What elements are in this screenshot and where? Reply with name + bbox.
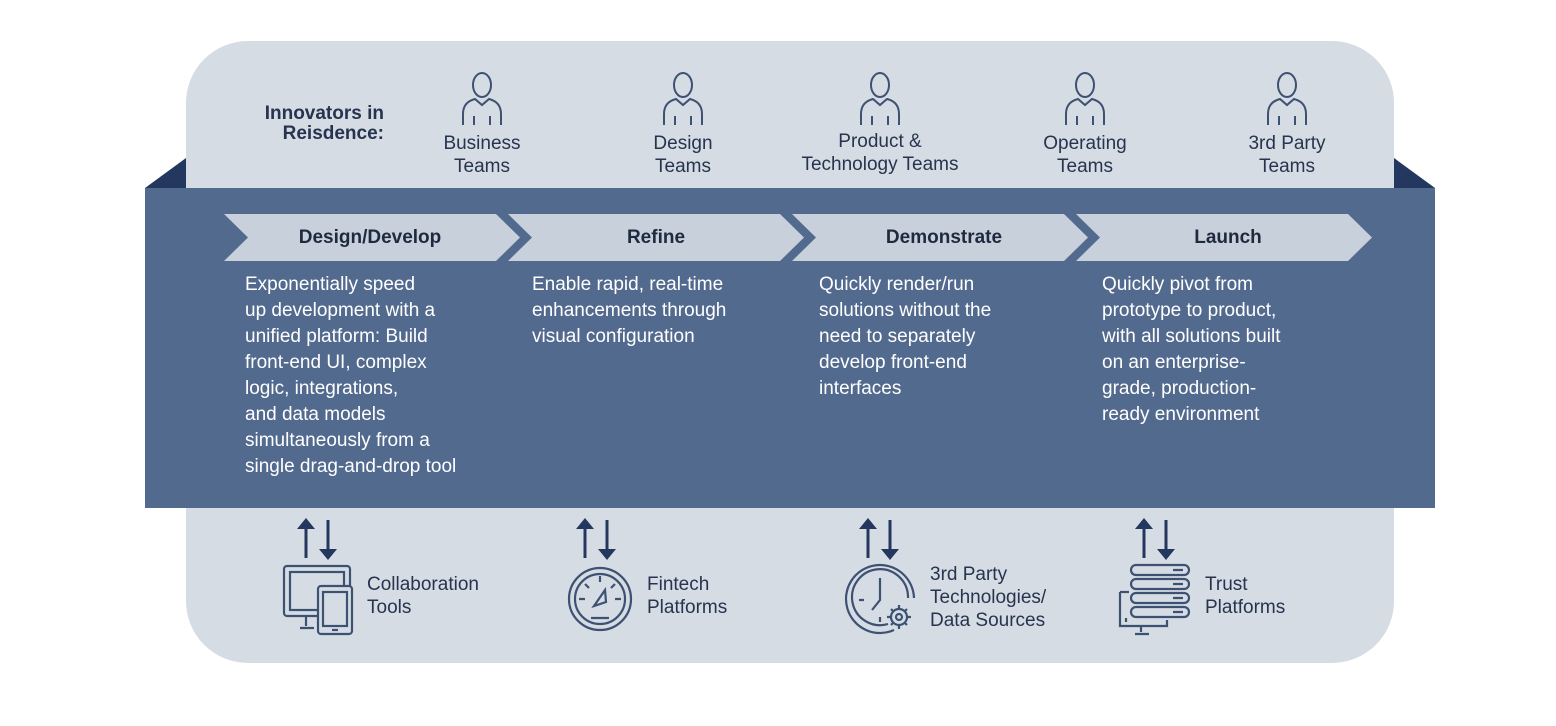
tool-3rd-party-tech: 3rd Party Technologies/ Data Sources: [844, 562, 1084, 642]
stage-design-develop: Design/Develop: [224, 214, 520, 261]
bidirectional-arrows-icon: [1135, 518, 1175, 560]
team-label-line1: Business: [443, 133, 521, 154]
team-label-line1: Product &: [838, 131, 922, 152]
chevron-shape: [224, 214, 520, 261]
speedometer-icon: [567, 566, 633, 632]
stage-refine: Refine: [508, 214, 804, 261]
stage-description-design-develop: Exponentially speed up development with …: [245, 274, 457, 477]
tool-collaboration: Collaboration Tools: [280, 562, 520, 642]
devices-icon: [282, 564, 354, 636]
team-operating: Operating Teams: [985, 70, 1185, 177]
team-label-line1: Operating: [1043, 133, 1127, 154]
team-label-line2: Teams: [1057, 156, 1113, 177]
team-3rd-party: 3rd Party Teams: [1187, 70, 1387, 177]
stage-title: Refine: [626, 227, 686, 248]
chevron-shape: [1076, 214, 1372, 261]
innovators-label: Innovators in Reisdence:: [232, 104, 384, 144]
stage-launch: Launch: [1076, 214, 1372, 261]
stage-title: Demonstrate: [885, 227, 1003, 248]
stage-description-demonstrate: Quickly render/run solutions without the…: [819, 274, 992, 399]
bidirectional-arrows-icon: [576, 518, 616, 560]
tool-label: 3rd Party Technologies/ Data Sources: [930, 564, 1047, 631]
team-business: Business Teams: [382, 70, 582, 177]
band-right-fold: [1394, 158, 1435, 188]
tool-label: Trust Platforms: [1205, 574, 1286, 618]
person-icon: [1267, 72, 1307, 125]
person-icon: [860, 72, 900, 125]
stage-title: Launch: [1194, 227, 1262, 248]
person-icon: [663, 72, 703, 125]
bidirectional-arrows-icon: [859, 518, 899, 560]
server-icon: [1118, 563, 1191, 636]
team-label-line1: 3rd Party: [1248, 133, 1326, 154]
tool-label: Fintech Platforms: [647, 574, 728, 618]
person-icon: [1065, 72, 1105, 125]
team-label-line1: Design: [653, 133, 713, 154]
stage-description-launch: Quickly pivot from prototype to product,…: [1102, 274, 1281, 425]
chevron-shape: [792, 214, 1088, 261]
tool-fintech: Fintech Platforms: [563, 562, 793, 642]
person-icon: [462, 72, 502, 125]
stage-title: Design/Develop: [298, 227, 442, 248]
bidirectional-arrows-icon: [297, 518, 337, 560]
team-product-technology: Product & Technology Teams: [780, 70, 980, 175]
stage-demonstrate: Demonstrate: [792, 214, 1088, 261]
team-design: Design Teams: [583, 70, 783, 177]
innovators-label-line2: Reisdence:: [282, 123, 384, 144]
team-label-line2: Teams: [1259, 156, 1315, 177]
stage-description-refine: Enable rapid, real-time enhancements thr…: [532, 274, 727, 347]
team-label-line2: Teams: [454, 156, 510, 177]
chevron-shape: [508, 214, 804, 261]
tool-label: Collaboration Tools: [367, 574, 479, 618]
band-left-fold: [145, 158, 186, 188]
tool-trust: Trust Platforms: [1117, 562, 1317, 642]
innovators-label-line1: Innovators in: [264, 103, 384, 124]
team-label-line2: Technology Teams: [801, 154, 959, 175]
team-label-line2: Teams: [655, 156, 711, 177]
clock-gear-icon: [844, 563, 916, 635]
